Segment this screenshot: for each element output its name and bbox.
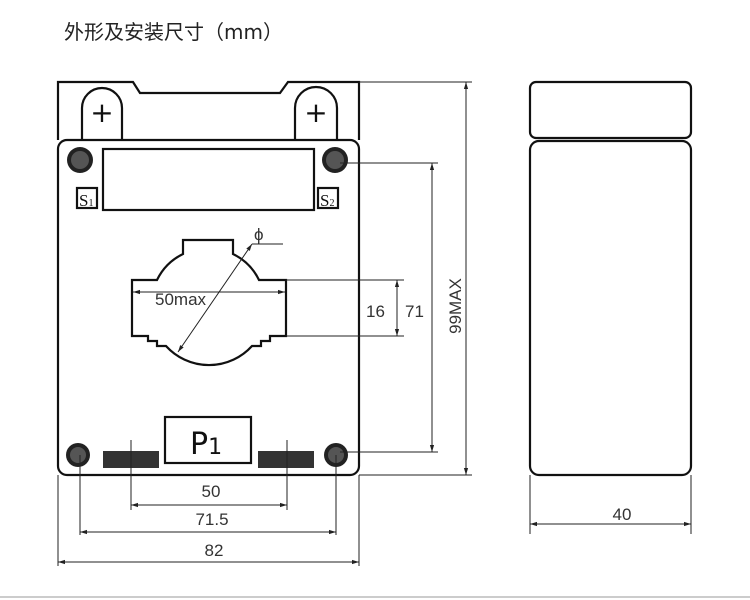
dim-aperture-width: 50max — [155, 290, 207, 309]
phi-symbol: ϕ — [254, 225, 264, 244]
screw — [322, 147, 348, 173]
p1-box — [163, 415, 253, 465]
screw — [67, 147, 93, 173]
mounting-bar-right — [258, 451, 314, 468]
dim-overall-height: 99MAX — [446, 278, 465, 334]
dim-overall-width: 82 — [205, 541, 224, 560]
s2-box — [316, 186, 340, 210]
dim-slot-height: 16 — [366, 302, 385, 321]
dim-depth: 40 — [613, 505, 632, 524]
s1-box — [75, 186, 99, 210]
s1-label: S1 — [79, 191, 93, 210]
dim-mount-vertical: 71 — [405, 302, 424, 321]
label-window — [101, 147, 316, 212]
dim-mount-horizontal: 71.5 — [195, 510, 228, 529]
plus-icon: + — [90, 96, 113, 129]
plus-icon: + — [304, 96, 327, 129]
terminal-cap — [56, 80, 361, 140]
dim-bar-spacing: 50 — [202, 482, 221, 501]
terminal-left — [80, 86, 124, 140]
side-cap — [528, 80, 693, 140]
housing-body — [56, 138, 361, 477]
front-view: + + S1 S2 P1 — [56, 80, 361, 477]
terminal-right — [293, 85, 339, 140]
s2-label: S2 — [320, 191, 334, 210]
side-body — [528, 139, 693, 477]
screw — [66, 443, 90, 467]
p1-label: P1 — [190, 427, 222, 462]
diagram-title: 外形及安装尺寸（mm） — [64, 20, 283, 44]
side-view — [528, 80, 693, 477]
